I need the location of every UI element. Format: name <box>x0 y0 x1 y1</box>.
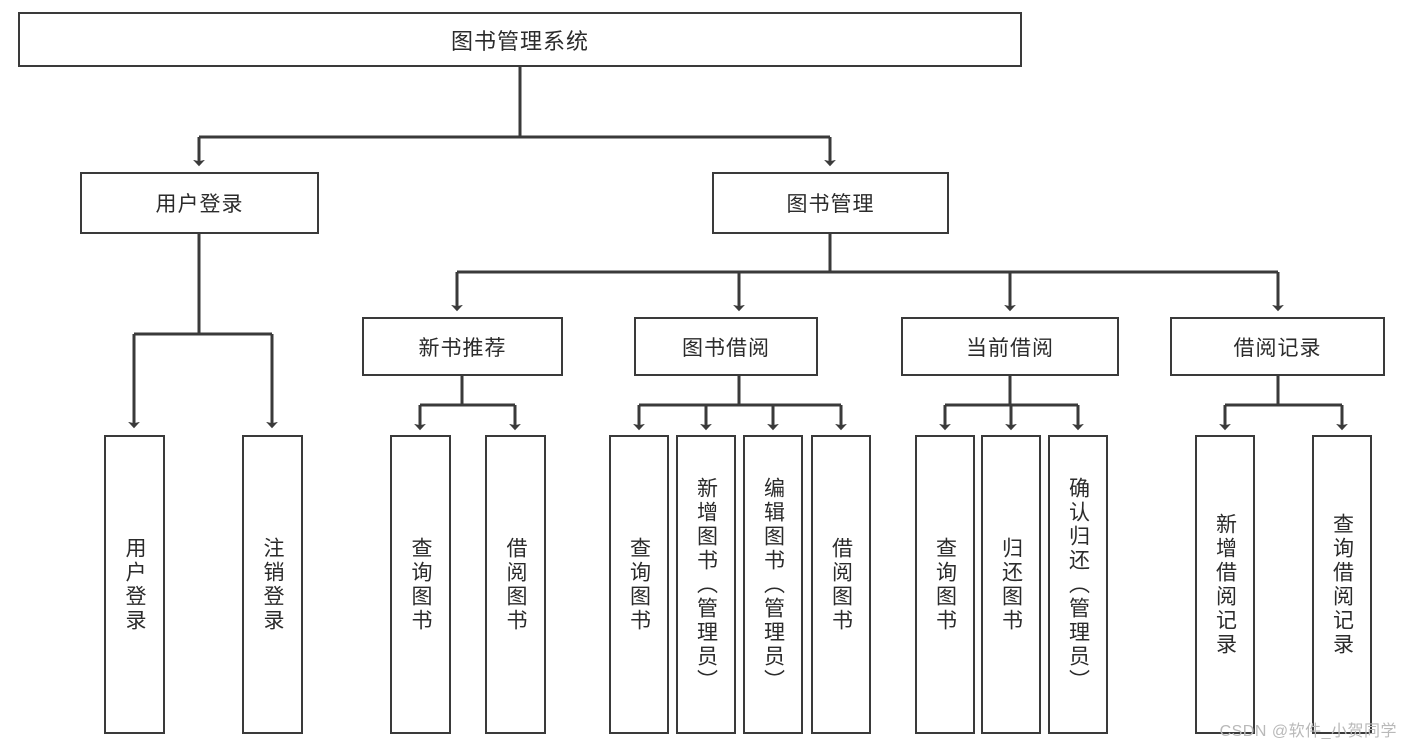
leaf-logout[interactable]: 注销登录 <box>242 435 303 734</box>
leaf-record-query-borrow-record[interactable]: 查询借阅记录 <box>1312 435 1372 734</box>
leaf-record-add-borrow-record[interactable]: 新增借阅记录 <box>1195 435 1255 734</box>
node-new-book-recommend[interactable]: 新书推荐 <box>362 317 563 376</box>
node-label: 查询借阅记录 <box>1330 512 1354 657</box>
node-label: 注销登录 <box>261 536 284 633</box>
node-label: 新书推荐 <box>418 336 507 360</box>
node-label: 借阅图书 <box>504 536 527 633</box>
leaf-borrow-query-book[interactable]: 查询图书 <box>609 435 669 734</box>
node-label: 确认归还（管理员） <box>1066 476 1090 693</box>
node-label: 查询图书 <box>409 536 432 633</box>
leaf-borrow-borrow-book[interactable]: 借阅图书 <box>811 435 871 734</box>
leaf-borrow-add-book-admin[interactable]: 新增图书（管理员） <box>676 435 736 734</box>
node-label: 查询图书 <box>627 536 651 633</box>
leaf-current-return-book[interactable]: 归还图书 <box>981 435 1041 734</box>
node-label: 当前借阅 <box>966 336 1054 360</box>
node-label: 用户登录 <box>123 536 146 633</box>
node-label: 新增借阅记录 <box>1213 512 1237 657</box>
node-label: 归还图书 <box>999 536 1023 633</box>
node-book-management[interactable]: 图书管理 <box>712 172 949 234</box>
node-book-borrow[interactable]: 图书借阅 <box>634 317 818 376</box>
leaf-borrow-edit-book-admin[interactable]: 编辑图书（管理员） <box>743 435 803 734</box>
node-label: 图书借阅 <box>682 336 770 360</box>
node-label: 新增图书（管理员） <box>694 476 718 693</box>
node-label: 图书管理 <box>786 193 875 216</box>
leaf-recommend-borrow-book[interactable]: 借阅图书 <box>485 435 546 734</box>
node-label: 借阅图书 <box>829 536 853 633</box>
leaf-recommend-query-book[interactable]: 查询图书 <box>390 435 451 734</box>
leaf-current-query-book[interactable]: 查询图书 <box>915 435 975 734</box>
leaf-user-login[interactable]: 用户登录 <box>104 435 165 734</box>
node-label: 查询图书 <box>933 536 957 633</box>
node-user-login[interactable]: 用户登录 <box>80 172 319 234</box>
node-borrow-record[interactable]: 借阅记录 <box>1170 317 1385 376</box>
watermark-text: CSDN @软件_小贺同学 <box>1219 723 1397 740</box>
leaf-current-confirm-return-admin[interactable]: 确认归还（管理员） <box>1048 435 1108 734</box>
node-current-borrow[interactable]: 当前借阅 <box>901 317 1119 376</box>
node-label: 用户登录 <box>155 193 244 216</box>
node-label: 借阅记录 <box>1233 336 1322 360</box>
node-label: 编辑图书（管理员） <box>761 476 785 693</box>
node-label: 图书管理系统 <box>450 28 589 54</box>
node-root-system[interactable]: 图书管理系统 <box>18 12 1022 67</box>
